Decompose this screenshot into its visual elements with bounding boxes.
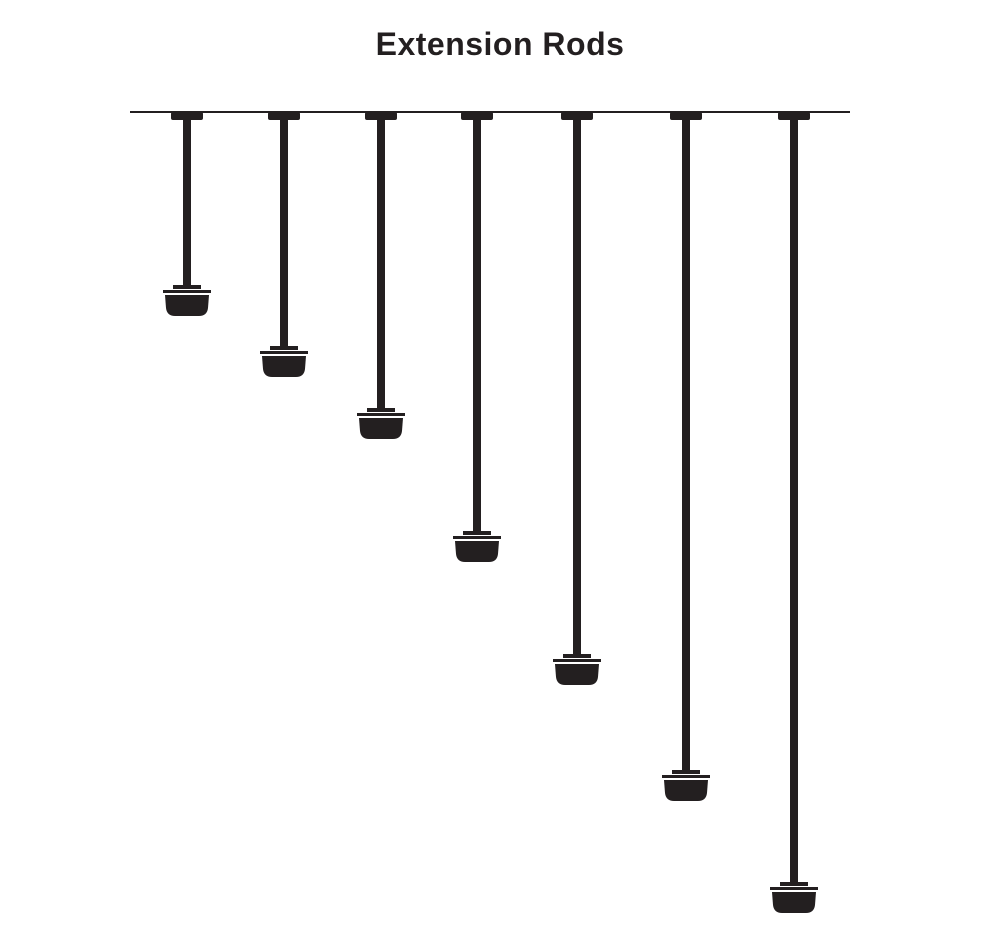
rod-shaft — [682, 118, 690, 770]
fan-canopy-icon — [664, 780, 708, 801]
ceiling-mount-icon — [561, 112, 593, 120]
fan-canopy-icon — [555, 664, 599, 685]
canopy-rim — [553, 659, 601, 662]
rods-group — [163, 112, 818, 913]
rod-shaft — [377, 118, 385, 408]
rod-collar — [270, 346, 298, 350]
extension-rod — [770, 112, 818, 913]
rod-shaft — [573, 118, 581, 654]
extension-rod — [553, 112, 601, 685]
extension-rod — [662, 112, 710, 801]
extension-rod — [357, 112, 405, 439]
rod-collar — [367, 408, 395, 412]
fan-canopy-icon — [455, 541, 499, 562]
rod-collar — [780, 882, 808, 886]
rod-collar — [463, 531, 491, 535]
fan-canopy-icon — [359, 418, 403, 439]
rod-collar — [173, 285, 201, 289]
ceiling-mount-icon — [268, 112, 300, 120]
fan-canopy-icon — [772, 892, 816, 913]
canopy-rim — [770, 887, 818, 890]
canopy-rim — [260, 351, 308, 354]
rod-shaft — [790, 118, 798, 882]
fan-canopy-icon — [262, 356, 306, 377]
diagram-title: Extension Rods — [375, 26, 625, 62]
canopy-rim — [662, 775, 710, 778]
rod-shaft — [280, 118, 288, 346]
extension-rod — [453, 112, 501, 562]
extension-rod — [260, 112, 308, 377]
canopy-rim — [357, 413, 405, 416]
ceiling-mount-icon — [171, 112, 203, 120]
rod-collar — [672, 770, 700, 774]
canopy-rim — [163, 290, 211, 293]
extension-rod — [163, 112, 211, 316]
rod-shaft — [473, 118, 481, 531]
rod-shaft — [183, 118, 191, 285]
ceiling-mount-icon — [670, 112, 702, 120]
ceiling-mount-icon — [461, 112, 493, 120]
fan-canopy-icon — [165, 295, 209, 316]
canopy-rim — [453, 536, 501, 539]
rod-collar — [563, 654, 591, 658]
ceiling-mount-icon — [365, 112, 397, 120]
ceiling-mount-icon — [778, 112, 810, 120]
